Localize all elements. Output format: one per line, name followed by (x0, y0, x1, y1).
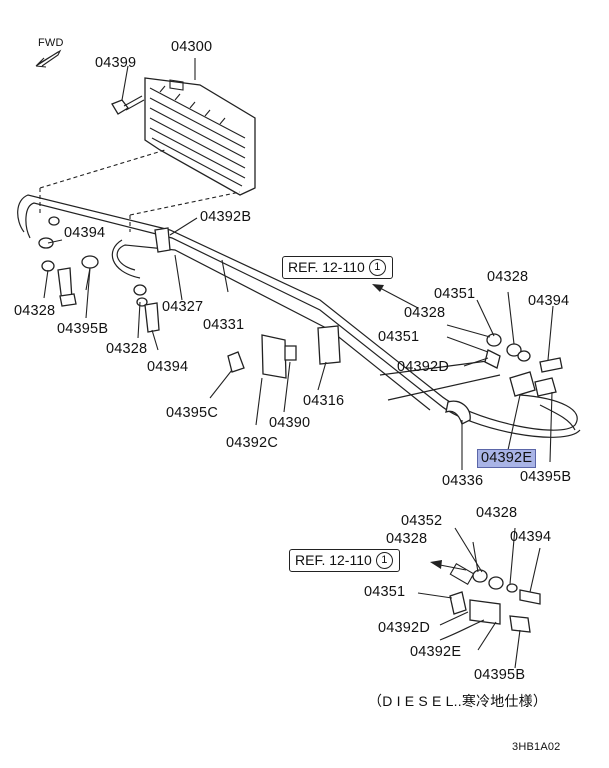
diagram-code: 3HB1A02 (512, 741, 561, 753)
bolt-04399 (111, 95, 145, 115)
part-label[interactable]: 04316 (303, 393, 345, 409)
part-label[interactable]: 04328 (386, 531, 428, 547)
part-label[interactable]: 04395B (57, 321, 109, 337)
part-label[interactable]: 04395B (474, 667, 526, 683)
oil-cooler-pipes (17, 194, 581, 438)
clamp-04316 (317, 325, 341, 365)
part-label[interactable]: 04352 (401, 513, 443, 529)
part-label[interactable]: 04390 (269, 415, 311, 431)
part-label-highlighted[interactable]: 04392E (477, 449, 537, 468)
part-label[interactable]: 04399 (95, 55, 137, 71)
diesel-detail-assembly (439, 563, 541, 641)
part-label[interactable]: 04328 (476, 505, 518, 521)
ref-text: REF. 12-110 (288, 259, 365, 275)
part-label[interactable]: 04328 (106, 341, 148, 357)
oil-cooler (144, 77, 256, 196)
part-label[interactable]: 04392D (397, 359, 449, 375)
part-label[interactable]: 04392C (226, 435, 278, 451)
part-label[interactable]: 04394 (510, 529, 552, 545)
washer-04394-left (38, 216, 60, 249)
bolt-04395B-left (57, 267, 77, 307)
part-label[interactable]: 04328 (487, 269, 529, 285)
part-label[interactable]: 04392B (200, 209, 252, 225)
ref-number: 1 (368, 259, 386, 276)
part-label[interactable]: 04395B (520, 469, 572, 485)
clamp-04392C (261, 334, 287, 379)
part-label[interactable]: 04351 (378, 329, 420, 345)
part-label[interactable]: 04392D (378, 620, 430, 636)
washer-04328-mid (133, 284, 148, 307)
part-label[interactable]: 04336 (442, 473, 484, 489)
part-label[interactable]: 04392E (410, 644, 462, 660)
diesel-note: （D I E S E L..寒冷地仕様） (368, 693, 548, 709)
clamp-04392B (154, 227, 171, 253)
ref-number: 1 (375, 552, 393, 569)
washer-04328-left (41, 260, 55, 272)
bolt-04395C (227, 351, 245, 373)
fwd-arrow-icon (35, 49, 62, 68)
part-label[interactable]: 04328 (404, 305, 446, 321)
part-label[interactable]: 04300 (171, 39, 213, 55)
part-label[interactable]: 04328 (14, 303, 56, 319)
part-label[interactable]: 04394 (528, 293, 570, 309)
ref-text: REF. 12-110 (295, 552, 372, 568)
part-label[interactable]: 04394 (147, 359, 189, 375)
grommet-04390 (284, 345, 297, 361)
part-label[interactable]: 04395C (166, 405, 218, 421)
part-label[interactable]: 04351 (434, 286, 476, 302)
part-label[interactable]: 04351 (364, 584, 406, 600)
part-label[interactable]: 04394 (64, 225, 106, 241)
hose-04336 (445, 400, 471, 425)
part-label[interactable]: 04327 (162, 299, 204, 315)
part-label[interactable]: 04331 (203, 317, 245, 333)
bolt-04394-mid (144, 302, 160, 333)
fwd-label: FWD (38, 37, 64, 49)
right-hardware (484, 333, 563, 397)
